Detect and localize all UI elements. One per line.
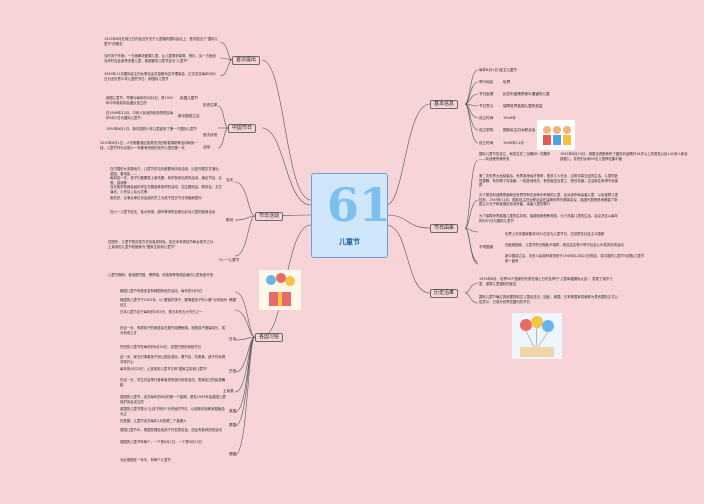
basic-row-1-key: 举行地区 <box>479 80 494 84</box>
origin-d2: 在欧美国家，儿童节的日期各不相同，而且往往很少举行社会公众性的庆祝活动 <box>505 243 624 247</box>
china-hist-a-label: 民国儿童节 <box>180 96 198 100</box>
basic-row-6-key: 设立时间 <box>479 141 494 145</box>
basic-row-4-val: 1949年 <box>503 116 516 120</box>
customs-c3: 当天各学校都会组织学生开展各种各样的活动，如主题班会、联欢会、文艺演出、少先队入… <box>110 185 222 194</box>
abroad-g7: 每年的4月23日，土耳其的儿童节又称"国家主权和儿童节" <box>120 367 208 371</box>
abroad-g18: 为此德国在一年中，有两个儿童节 <box>120 458 171 462</box>
gift-illustration <box>259 270 301 310</box>
abroad-g15: 德国的儿童节有两个，一个是6月1日，一个是9月20日 <box>120 440 202 444</box>
customs-c4: 各机关、企事业单位也会组织员工为孩子送去节日祝福和慰问 <box>110 196 202 200</box>
customs-c6: 在国外，儿童节的庆祝方式也各具特色，如日本有男孩节和女孩节之分，土耳其的儿童节则… <box>108 240 217 249</box>
origin-p3: 为了悼念利迪策惨案和全世界所有在战争中死难的儿童，反对虐杀和毒害儿童，以及保障儿… <box>479 193 619 207</box>
basic-row-4-key: 设立时间 <box>479 116 494 120</box>
origin-d3: 新中国成立后，中央人民政府政务院于1949年12月23日规定，将中国的儿童节与国… <box>505 254 645 263</box>
customs-c2: 每到这一天，孩子们都要穿上新衣服，到学校参加庆祝活动，演出节目，比赛、游戏等 <box>110 176 222 185</box>
abroad-g12: 泰国儿童节中，泰国总理会给孩子们发表讲话，还会有各种庆祝活动 <box>120 428 222 432</box>
china-activity-label: 活动 <box>203 145 211 149</box>
china-first-label: 首次庆祝 <box>203 133 218 137</box>
abroad-g15-label: 德国 <box>229 452 237 456</box>
basic-row-0: 每年6月1日 保卫儿童节 <box>479 68 518 72</box>
branch-basic-info[interactable]: 基本信息 <box>430 100 459 109</box>
china-hist-b-label: 新中国成立后 <box>178 114 200 118</box>
abroad-g1-label: 韩国 <box>229 298 237 302</box>
china-hist-label: 历史沿革 <box>203 103 218 107</box>
china-hist-a: 我国儿童节，早期为每年的4月4日，是1931年中华慈幼协会倡议设立的 <box>106 96 174 105</box>
abroad-g9-label: 英国 <box>229 409 237 413</box>
customs-c3-label: 当天 <box>226 178 234 182</box>
branch-china[interactable]: 中国节日 <box>228 124 257 133</box>
history-p1: 1925年8月，世界54个国家的代表在瑞士日内瓦举行"儿童幸福国际大会"，发表了… <box>479 277 613 286</box>
customs-c5: 在六一儿童节这天，各大商场、超市等场所会推出针对儿童的促销活动 <box>110 210 216 214</box>
abroad-g7-label: 土耳其 <box>223 389 234 393</box>
establish-a: 1925年8月在瑞士日内瓦召开关于儿童福利国际会议上，首次提出了"国际儿童节"的… <box>104 37 219 46</box>
basic-row-3-key: 节日意义 <box>479 104 494 108</box>
balloons-illustration <box>512 313 562 359</box>
abroad-g6: 这一天，家长们带着孩子到公园去游玩，看节目，吃美食，孩子们玩得非常开心 <box>120 355 226 364</box>
branch-abroad[interactable]: 各国习俗 <box>255 333 284 342</box>
basic-row-1-val: 世界 <box>503 80 511 84</box>
customs-c6-label: "六一"儿童节 <box>218 258 240 262</box>
basic-row-6-val: 1949年11月 <box>503 141 524 145</box>
abroad-g3: 日本儿童节定于每年的5月5日，是日本的五大节日之一 <box>120 310 203 314</box>
basic-row-5-val: 国际民主妇女联合会 <box>503 128 536 132</box>
origin-d1: 世界上许多国家都将6月1日定为儿童节日，尤其是在社会主义国家 <box>505 232 605 236</box>
china-activity: 2010年6月1日，人们都要通过各类形式的慈善捐助等活动和到一线，儿童节作为中国… <box>100 141 198 150</box>
abroad-g1: 韩国儿童节有很多富有韩国特色的活动，每年的5月5日 <box>120 289 203 293</box>
children-illustration <box>537 120 575 150</box>
basic-row-5-key: 设立机构 <box>479 128 494 132</box>
customs-c1: 在中国的大多数地方，儿童节的当天都要有庆祝活动，比如开展文艺演出、游园，看电影…… <box>110 167 222 176</box>
central-topic[interactable]: 61 儿童节 <box>311 173 388 258</box>
customs-c7: 儿童节期间，各地图书馆、博物馆、科技馆等场馆会面向儿童免费开放 <box>108 273 214 277</box>
abroad-g9: 英国的儿童节，定在每年的8月的第一个星期，是在1939年由英国儿童保护协会设立的 <box>120 395 226 404</box>
abroad-g11: 在泰国，儿童节定在每年1月的第二个星期六 <box>120 419 187 423</box>
basic-row-2-key: 节日起源 <box>479 92 494 96</box>
abroad-g10: 英国的儿童节是以"让孩子快乐"为宗旨的节日，以团体庆祝和家庭聚会为主 <box>120 407 225 416</box>
central-title: 儿童节 <box>339 238 360 246</box>
abroad-g8: 在这一天，学生们会举行各种各样的游行庆祝活动，表演自己的民族舞蹈 <box>120 378 226 387</box>
customs-c4-label: 慰问 <box>226 218 234 222</box>
abroad-g4: 在这一天，有男孩子的家庭会在屋外挂鲤鱼旗，祝愿孩子健康成长，成为有用之才 <box>120 326 226 335</box>
basic-row-3-val: 保障世界各国儿童的权益 <box>503 104 543 108</box>
china-first: 1950年6月1日，新中国的少年儿童迎来了第一个国际儿童节 <box>106 127 197 131</box>
branch-customs[interactable]: 节日活动 <box>255 212 284 221</box>
basic-row-2-val: 纪念利迪策惨案中遇害的儿童 <box>503 92 550 96</box>
establish-c: 1949年11月国际民主妇女联合会在莫斯科召开理事会，正式决定每年6月1日为全世… <box>104 72 217 81</box>
china-hist-b: 在1949年12月，中央人民政府政务院规定每年6月1日为国际儿童节 <box>106 111 174 120</box>
abroad-g5: 巴西的儿童节在每年的8月24日，这是巴西的传统节日 <box>120 345 202 349</box>
abroad-g2: 韩国的儿童节于1922年，以"要保护孩子、要尊重孩子的人格"为宗旨而设立 <box>120 298 227 307</box>
central-number: 61 <box>327 178 388 232</box>
origin-diff-label: 不同国家 <box>479 245 494 249</box>
branch-first-proposal[interactable]: 首次提出 <box>232 56 261 65</box>
establish-b: 当时关于失明、一方面解决跛脚儿童，让儿童得到保障、快乐、另一方面也为呼吁社会各界… <box>104 54 216 63</box>
branch-history[interactable]: 历史沿革 <box>430 289 459 298</box>
origin-p2: 第二次世界大战结束后，世界各地经济萧条，很多工人失业，过着饥寒交迫的生活。儿童的… <box>479 174 619 188</box>
abroad-g3-label: 日本 <box>229 337 237 341</box>
abroad-g5-label: 巴西 <box>229 369 237 373</box>
origin-p1: 国际儿童节的设立，和发生在二战期间一次屠杀——利迪策惨案有关 <box>479 152 551 161</box>
abroad-g11-label: 泰国 <box>229 423 237 427</box>
origin-p4: 为了保障世界各国儿童的生存权、保健权和受教育权，为了改善儿童的生活，会议决定以每… <box>479 214 619 223</box>
history-p2: 国际儿童节确立的依据同前文儿童纪念日，因此，美国、日本等国家将被称为具有国际正式… <box>479 295 619 304</box>
branch-origin[interactable]: 节日由来 <box>430 224 459 233</box>
origin-p1b: 1942年6月10日，德国法西斯枪杀了捷克利迪策村16岁以上的男性公民140多人… <box>560 152 688 161</box>
